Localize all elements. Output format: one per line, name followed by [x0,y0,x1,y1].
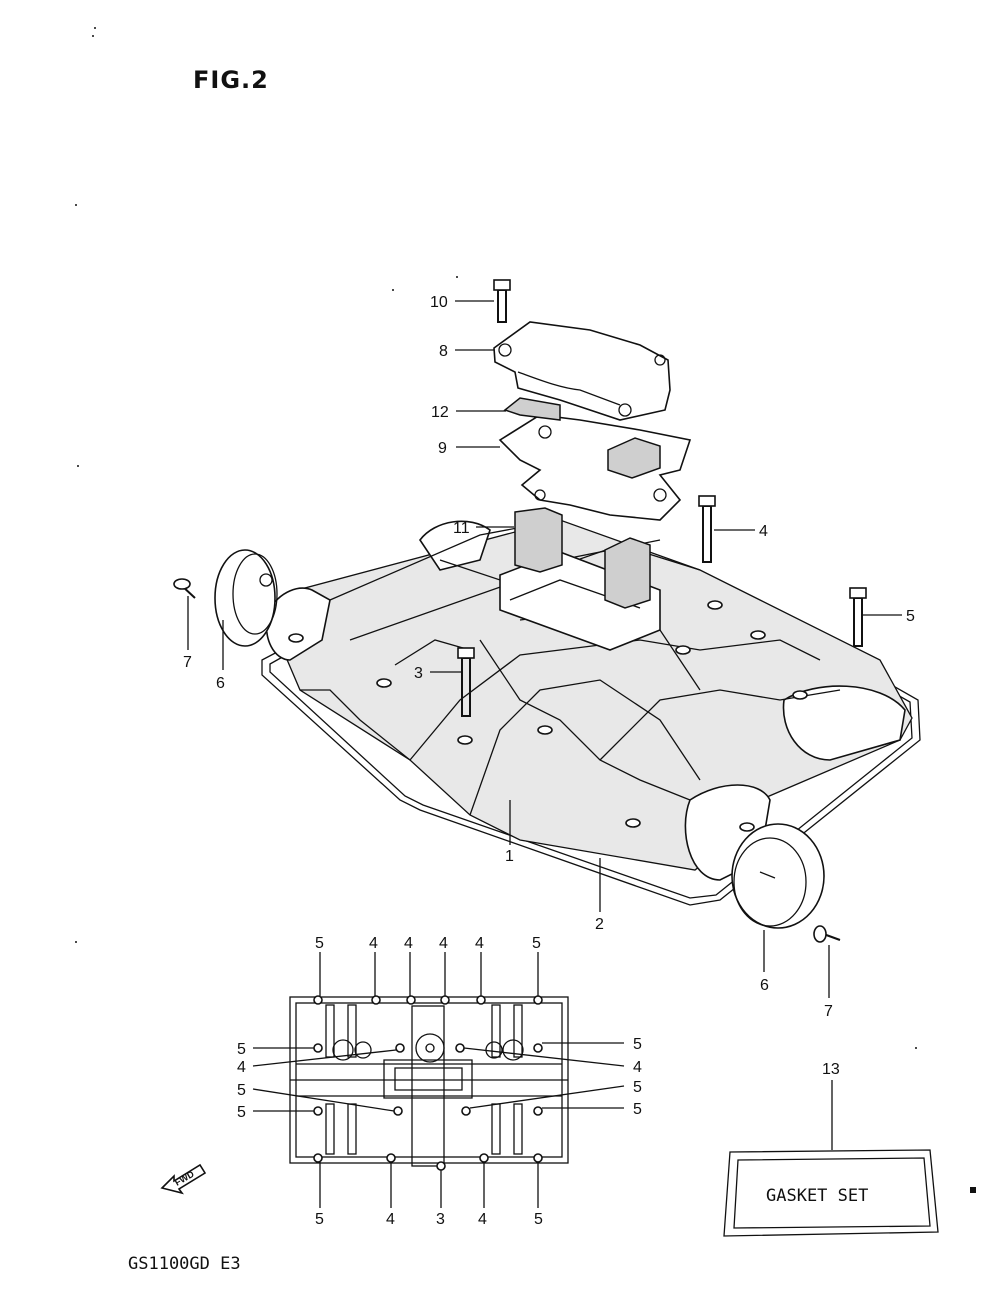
callout-2: 2 [595,916,604,933]
callouts: 10 8 12 9 11 4 5 3 7 6 1 2 6 7 [183,294,915,1020]
plan-left-2: 4 [237,1059,246,1076]
scan-marks [75,27,976,1193]
foam-part-12 [503,397,661,479]
plan-bottom-3: 3 [436,1211,445,1228]
callout-7-left: 7 [183,654,192,671]
callout-3: 3 [414,665,423,682]
figure-title: FIG.2 [193,66,269,94]
plan-top-3: 4 [404,935,413,952]
callout-10: 10 [430,294,448,311]
plan-callouts: 5 4 4 4 4 5 5 4 5 5 5 4 5 5 5 4 3 4 5 [237,935,642,1228]
plan-bottom-5: 5 [534,1211,543,1228]
leader-lines [187,300,902,998]
callout-11: 11 [453,520,470,537]
plan-right-4: 5 [633,1101,642,1118]
plan-right-3: 5 [633,1079,642,1096]
gasket-set-box: 13 [723,1061,939,1237]
fwd-arrow-icon: FWD [160,1163,207,1195]
callout-7-right: 7 [824,1003,833,1020]
callout-6-left: 6 [216,675,225,692]
plan-bottom-1: 5 [315,1211,324,1228]
plan-top-2: 4 [369,935,378,952]
bolt-10 [493,279,511,323]
bolt-3 [457,647,475,717]
callout-12: 12 [431,404,449,421]
plan-top-4: 4 [439,935,448,952]
model-code: GS1100GD E3 [128,1254,241,1274]
bolt-5 [849,587,867,647]
callout-1: 1 [505,848,514,865]
screw-7-right [813,925,841,943]
foam-part-11 [514,507,651,609]
callout-4: 4 [759,523,768,540]
breather-gasket-part-9 [498,414,692,521]
bolt-holes [313,995,543,1171]
plan-left-4: 5 [237,1104,246,1121]
breather-cover-part-8 [493,321,671,421]
plan-right-2: 4 [633,1059,642,1076]
callout-9: 9 [438,440,447,457]
callout-5: 5 [906,608,915,625]
callout-13: 13 [822,1061,840,1078]
plan-bottom-4: 4 [478,1211,487,1228]
plan-left-1: 5 [237,1041,246,1058]
screw-7-left [173,578,196,599]
plan-right-1: 5 [633,1036,642,1053]
gasket-set-label: GASKET SET [766,1186,869,1206]
plan-top-1: 5 [315,935,324,952]
plan-left-3: 5 [237,1082,246,1099]
callout-6-right: 6 [760,977,769,994]
plan-bottom-2: 4 [386,1211,395,1228]
plan-top-5: 4 [475,935,484,952]
end-cap-right [731,823,825,929]
head-cover-part-1 [261,519,921,906]
plan-leader-lines [252,952,625,1208]
bolt-layout-plan: 5 4 4 4 4 5 5 4 5 5 5 4 5 5 5 4 3 4 5 [237,935,642,1228]
callout-8: 8 [439,343,448,360]
plan-top-6: 5 [532,935,541,952]
end-cap-left [214,549,278,647]
bolt-4 [698,495,716,563]
